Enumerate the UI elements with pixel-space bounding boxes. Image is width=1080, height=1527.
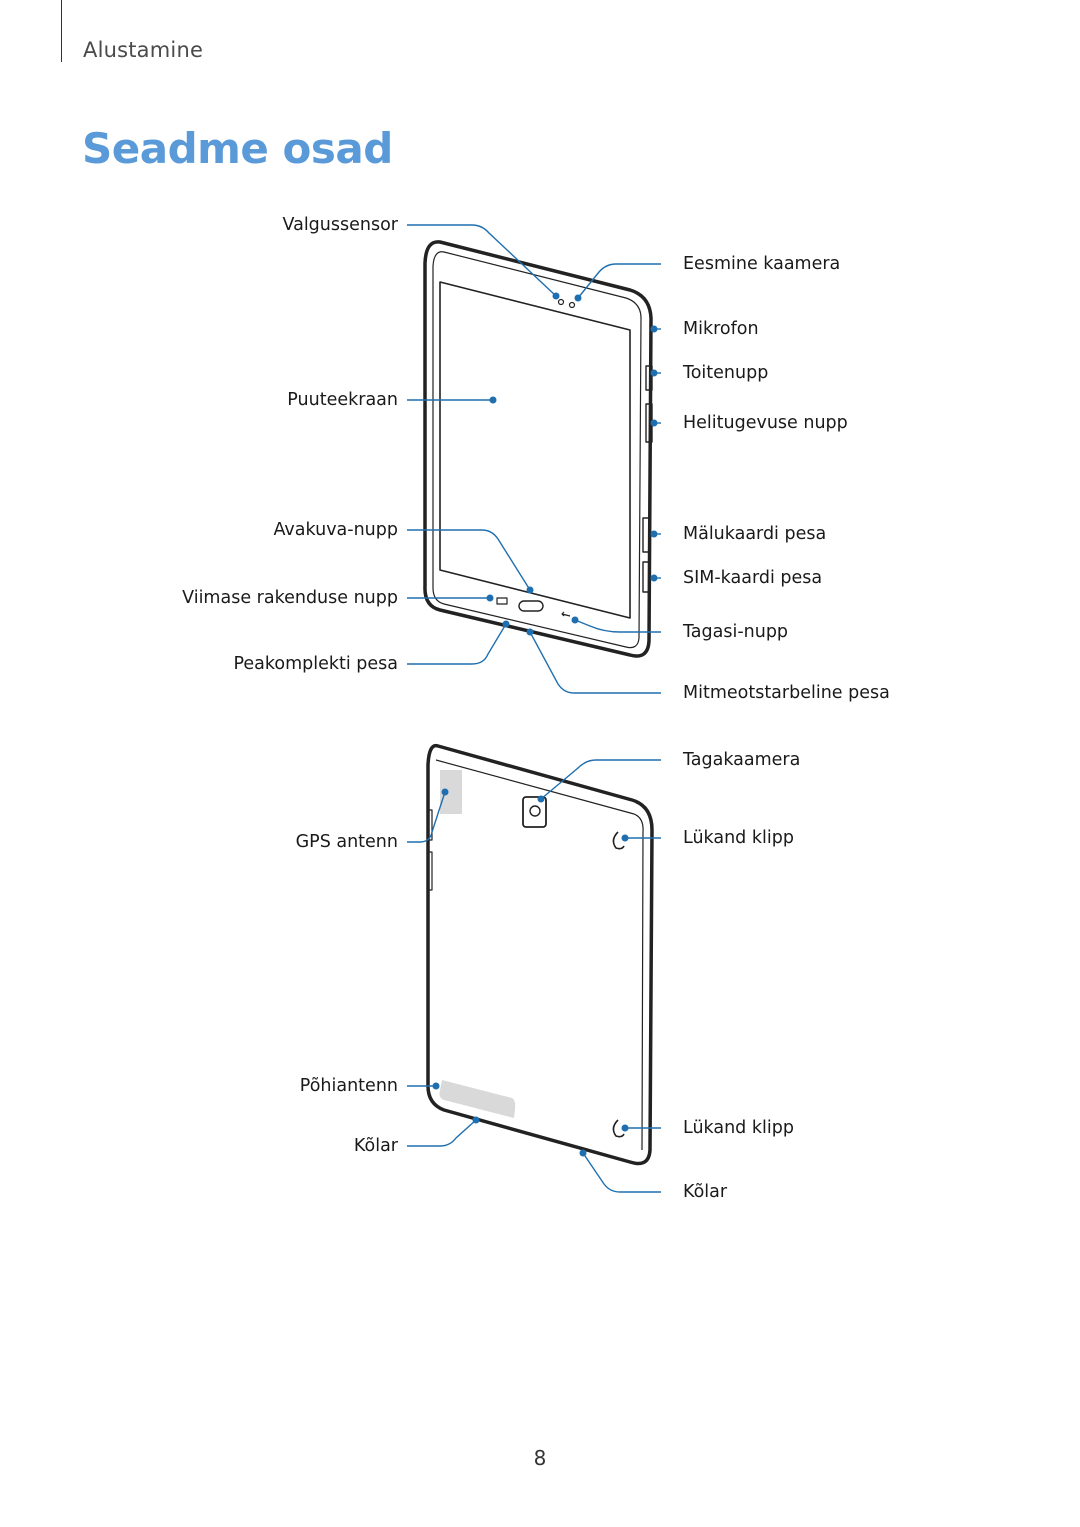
- callout-lines: [407, 224, 661, 1193]
- home-button-shape: [518, 600, 544, 612]
- rear-camera-module: [522, 796, 547, 828]
- label-rear-camera: Tagakaamera: [683, 750, 801, 770]
- label-gps-antenna: GPS antenn: [295, 832, 398, 852]
- header-rule: [61, 0, 62, 62]
- gps-antenna-area: [440, 770, 462, 814]
- label-volume-button: Helitugevuse nupp: [683, 413, 848, 433]
- section-name: Alustamine: [83, 38, 204, 62]
- label-cover-clip-top: Lükand klipp: [683, 828, 794, 848]
- label-cover-clip-bottom: Lükand klipp: [683, 1118, 794, 1138]
- label-speaker-left: Kõlar: [353, 1136, 398, 1156]
- label-back-button: Tagasi-nupp: [683, 622, 789, 642]
- touchscreen-area: [439, 281, 631, 619]
- page-title: Seadme osad: [82, 124, 393, 173]
- label-microphone: Mikrofon: [683, 319, 759, 339]
- label-home-button: Avakuva-nupp: [273, 520, 398, 540]
- label-headset-jack: Peakomplekti pesa: [233, 654, 398, 674]
- front-tablet: [423, 240, 653, 658]
- label-power-button: Toitenupp: [683, 363, 769, 383]
- label-memory-card-slot: Mälukaardi pesa: [683, 524, 827, 544]
- cover-clip-bottom-shape: [612, 1119, 625, 1138]
- label-light-sensor: Valgussensor: [282, 215, 398, 235]
- callout-dots: [432, 292, 658, 1157]
- label-touchscreen: Puuteekraan: [287, 390, 398, 410]
- label-front-camera: Eesmine kaamera: [683, 254, 841, 274]
- cover-clip-top-shape: [612, 831, 625, 850]
- power-button-shape: [645, 365, 653, 391]
- label-sim-card-slot: SIM-kaardi pesa: [683, 568, 823, 588]
- front-camera-lens: [557, 298, 565, 306]
- label-multipurpose-jack: Mitmeotstarbeline pesa: [683, 683, 890, 703]
- label-main-antenna: Põhiantenn: [299, 1076, 398, 1096]
- main-antenna-area: [439, 1080, 516, 1118]
- label-speaker-bottom: Kõlar: [683, 1182, 728, 1202]
- back-tablet: [426, 743, 654, 1166]
- page-number: 8: [533, 1446, 547, 1470]
- label-recent-apps-button: Viimase rakenduse nupp: [182, 588, 398, 608]
